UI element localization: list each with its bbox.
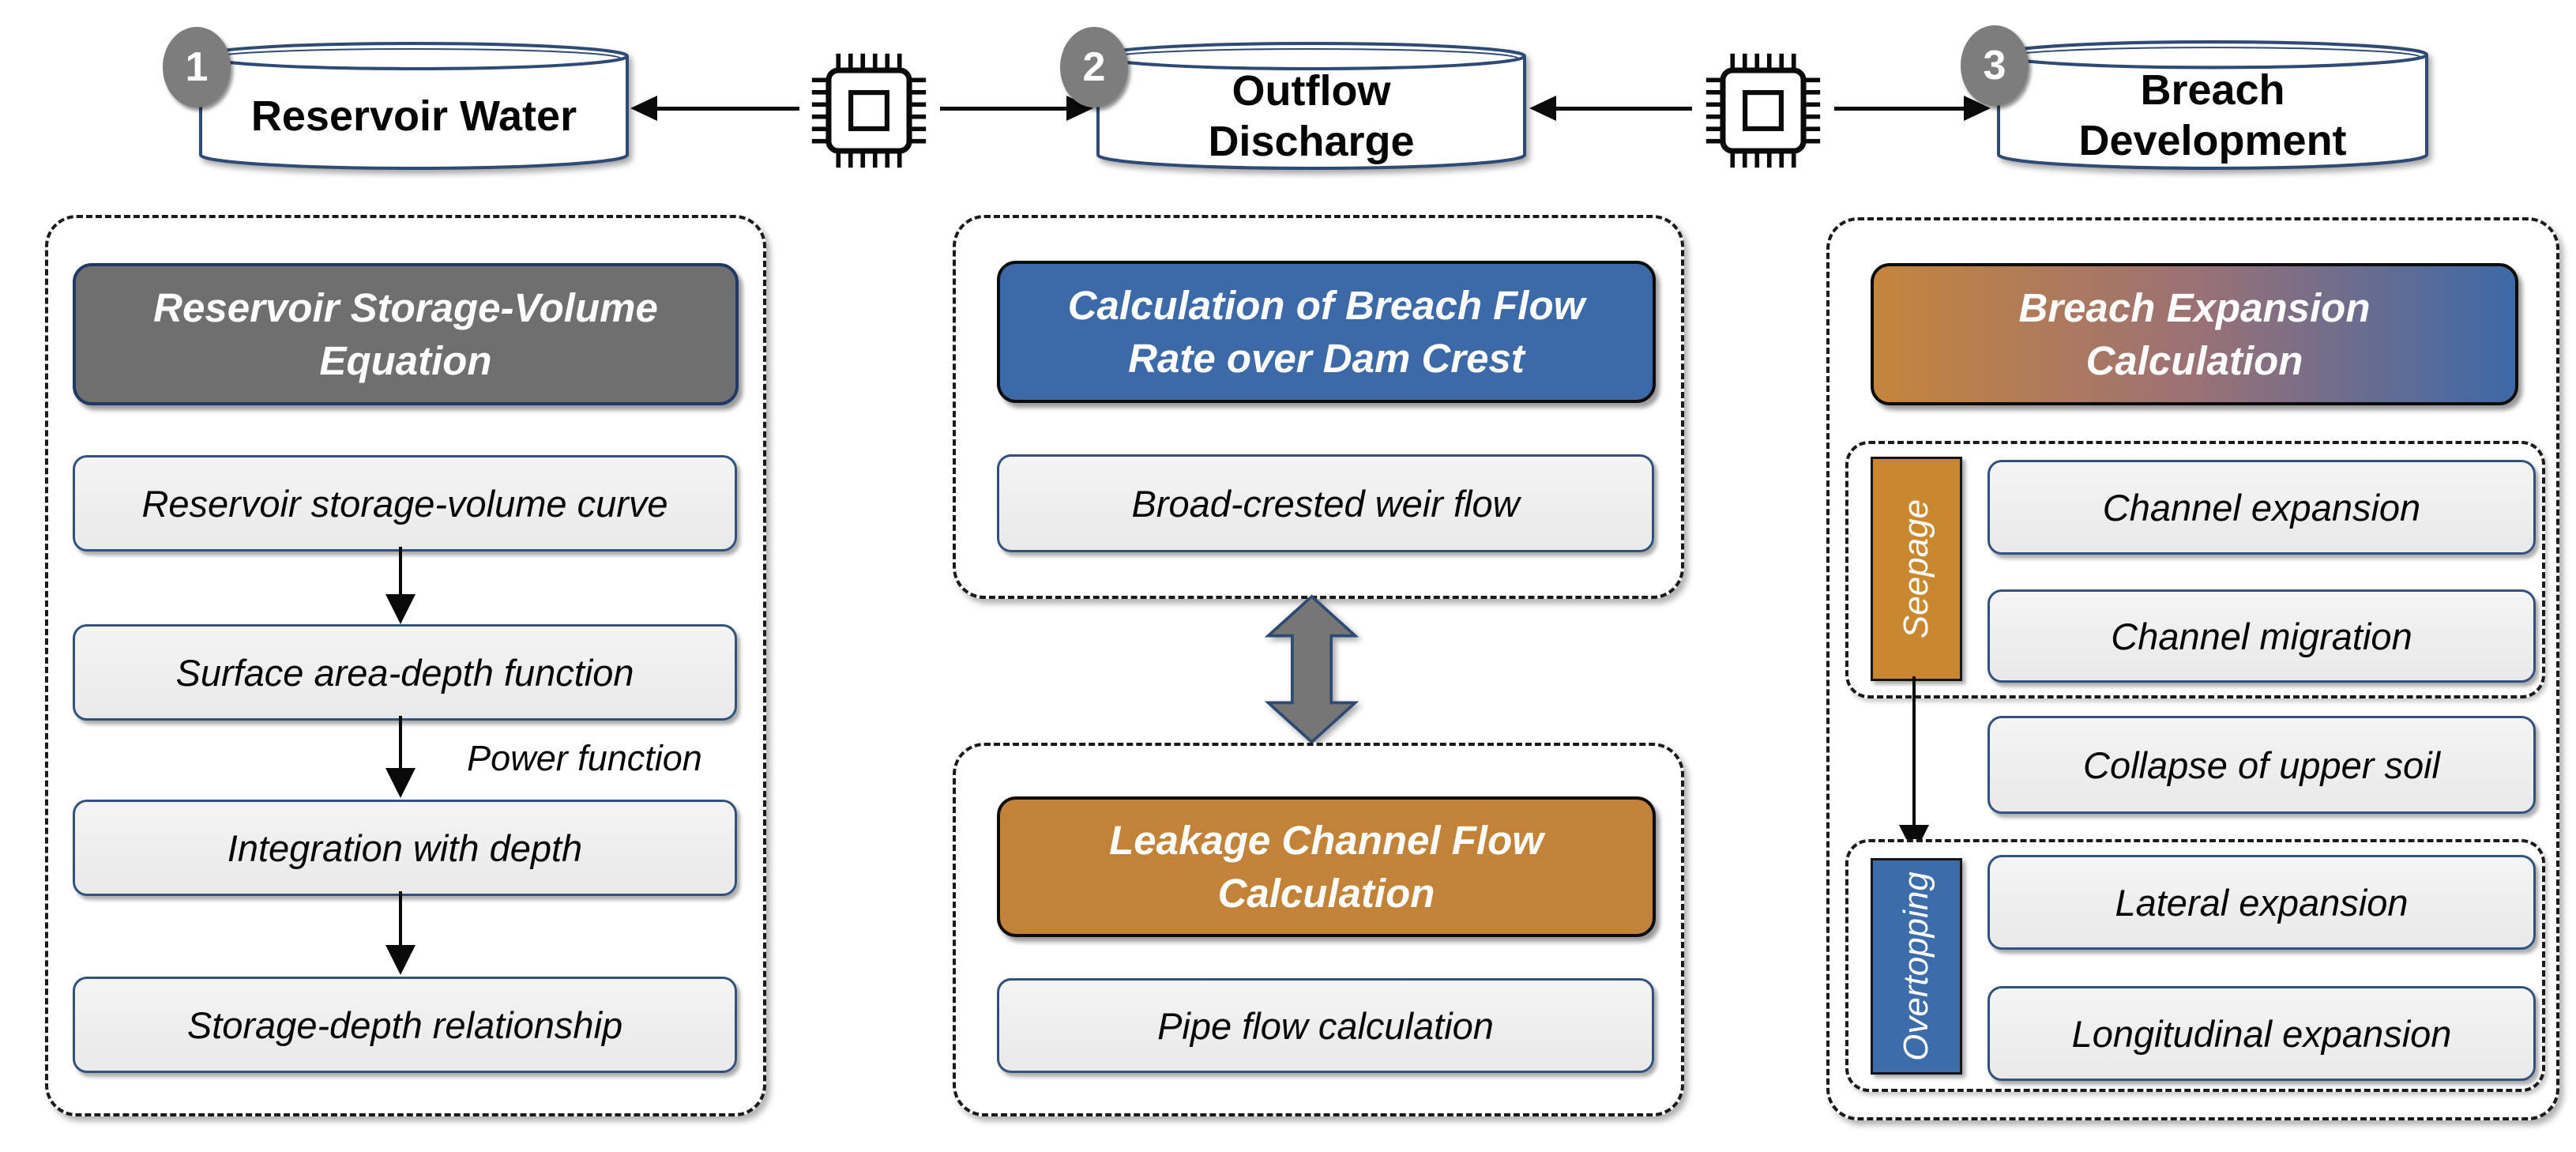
step-badge-3-number: 3 [1983,43,2006,88]
arrow-seepage-to-overtopping-line [1912,676,1916,826]
node-outflow-discharge-label: Outflow Discharge [1208,67,1415,165]
step-channel-migration: Channel migration [1987,589,2536,683]
cylinder-shape [1997,40,2428,170]
arrow-down-line [399,547,402,596]
cylinder-shape [1096,42,1526,170]
arrow-down-line [399,891,402,947]
step-lateral-expansion: Lateral expansion [1987,855,2536,950]
step-badge-1-number: 1 [185,44,209,90]
node-reservoir-water: 1 Reservoir Water [163,27,630,172]
step-broad-crested-weir-flow: Broad-crested weir flow [997,454,1654,552]
step-storage-depth-relationship: Storage-depth relationship [73,977,737,1073]
node-breach-development-label: Breach Development [2078,66,2347,164]
step-longitudinal-expansion: Longitudinal expansion [1987,986,2536,1081]
step-pipe-flow-calculation: Pipe flow calculation [997,978,1654,1073]
node-reservoir-water-label: Reservoir Water [250,92,577,141]
arrow-chip1-to-outflow-line [940,107,1070,111]
overtopping-bar: Overtopping [1871,858,1962,1075]
arrow-chip1-to-reservoir-head [630,96,657,121]
arrow-chip2-to-outflow-head [1529,96,1556,121]
seepage-bar: Seepage [1871,457,1962,681]
node-breach-development: 3 Breach Development [1961,25,2430,172]
step-badge-2: 2 [1060,27,1128,107]
step-channel-expansion: Channel expansion [1987,460,2536,555]
double-arrow-icon [1254,594,1369,744]
step-integration-with-depth: Integration with depth [73,800,737,896]
arrow-chip1-to-reservoir-line [654,107,799,111]
step-surface-area-depth-function: Surface area-depth function [73,624,737,721]
step-badge-3: 3 [1961,25,2029,106]
step-reservoir-storage-volume-curve: Reservoir storage-volume curve [73,455,737,552]
step-badge-1: 1 [163,27,231,107]
arrow-down-head [385,768,416,798]
header-breach-expansion-calculation: Breach Expansion Calculation [1871,263,2518,405]
header-calculation-breach-flow-rate: Calculation of Breach Flow Rate over Dam… [997,261,1656,403]
processor-chip-icon [1694,41,1833,180]
arrow-chip2-to-breach-line [1834,107,1967,111]
arrow-down-line [399,716,402,770]
arrow-down-head [385,945,416,975]
node-outflow-discharge: 2 Outflow Discharge [1060,27,1528,172]
step-collapse-of-upper-soil: Collapse of upper soil [1987,716,2536,814]
arrow-down-head [385,594,416,624]
header-reservoir-storage-volume-equation: Reservoir Storage-Volume Equation [73,263,739,405]
processor-chip-icon [799,41,938,180]
step-badge-2-number: 2 [1082,44,1106,90]
header-leakage-channel-flow-calculation: Leakage Channel Flow Calculation [997,796,1656,937]
arrow-chip2-to-outflow-line [1553,107,1692,111]
label-power-function: Power function [467,738,702,778]
cylinder-shape [199,42,629,170]
